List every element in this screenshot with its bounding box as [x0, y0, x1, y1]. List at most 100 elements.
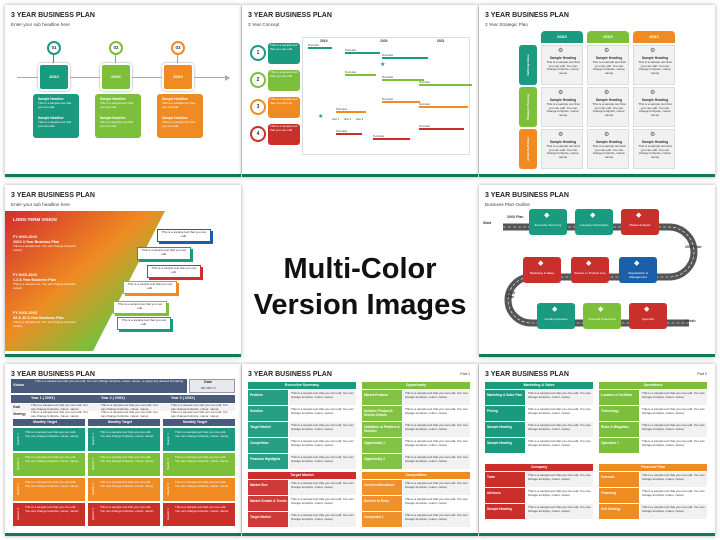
section-header: Operations	[599, 382, 707, 389]
box-icon: ◆	[644, 306, 650, 313]
goal-text: This is a sample text that you can edit.…	[31, 403, 88, 411]
row-text-cell	[526, 472, 593, 487]
year-label: 2019	[320, 39, 328, 43]
slide-8-thumbnail[interactable]: 3 YEAR BUSINESS PLAN Part 2 Marketing & …	[479, 364, 715, 536]
row-text-box	[268, 124, 300, 145]
row-label-cell	[599, 422, 639, 437]
cell-icon: ⚙	[604, 90, 610, 96]
slide-1-thumbnail[interactable]: 3 YEAR BUSINESS PLAN Enter your sub head…	[5, 5, 241, 177]
row-label: Barriers to Entry	[364, 499, 390, 503]
row-text: This is a sample text that you can edit.	[270, 70, 298, 78]
row-text-cell	[640, 406, 707, 421]
row-text: This is a sample text that you can edit.…	[291, 407, 354, 415]
quarter-text: This is a sample text that you can edit.…	[175, 480, 229, 488]
row-text: This is a sample text that you can edit.…	[405, 423, 468, 431]
quarter-label: Quarter 4	[91, 508, 95, 520]
vision-header	[11, 379, 187, 393]
box-label: Service or Product Line	[574, 271, 606, 275]
plan-label: 20XX Plan	[507, 291, 516, 299]
row-text-cell	[403, 480, 470, 495]
row-label: Validation of Problem & Solution	[364, 425, 400, 433]
row-label: Pricing	[487, 409, 498, 413]
year-header: 20XX	[541, 31, 583, 43]
row-label-cell	[362, 406, 402, 421]
gantt-chart	[302, 37, 470, 155]
task-label: Text Here	[419, 81, 431, 84]
quarter-label: Quarter 3	[16, 483, 20, 495]
row-text-cell	[289, 454, 356, 469]
step-number-circle: 03	[171, 41, 185, 55]
year-header: 20XX	[587, 31, 629, 43]
quarter-cell	[13, 503, 85, 526]
callout-box	[157, 229, 211, 242]
gantt-bar	[308, 47, 332, 49]
card-text: This is a sample text that you can edit.	[100, 120, 134, 128]
year-box: 20XX	[38, 63, 70, 91]
row-label-cell	[362, 512, 402, 527]
slide-3-thumbnail[interactable]: 3 YEAR BUSINESS PLAN 3 Year Strategic Pl…	[479, 5, 715, 177]
quarter-text: This is a sample text that you can edit.…	[25, 505, 79, 513]
item-label: Item 1	[332, 118, 340, 121]
slide-4-thumbnail[interactable]: 3 YEAR BUSINESS PLAN Enter your sub head…	[5, 185, 241, 357]
slide-2-thumbnail[interactable]: 3 YEAR BUSINESS PLAN 3 Year Concept 2019…	[242, 5, 478, 177]
row-text-cell	[289, 512, 356, 527]
cell-text: This is a sample text that you can edit.…	[546, 144, 580, 159]
task-label: Text Here	[419, 103, 431, 106]
outline-box	[619, 257, 657, 283]
cell-heading: Sample Heading	[549, 140, 577, 144]
footer-bar	[5, 174, 241, 177]
box-label: Financial Projections	[588, 317, 616, 321]
box-label: Appendix	[641, 317, 655, 321]
block-head: FY 20XX-20XX	[13, 311, 38, 315]
row-text: This is a sample text that you can edit.…	[642, 439, 705, 447]
milestone-star-icon: ★	[380, 62, 386, 68]
quarter-cell	[163, 478, 235, 501]
card-heading: Sample Headline	[100, 97, 126, 101]
row-label: Target Market	[250, 515, 271, 519]
block-text: This is a sample text. You can change fo…	[13, 244, 77, 252]
cell-heading: Sample Heading	[595, 56, 623, 60]
cell-text: This is a sample text that you can edit.…	[546, 102, 580, 117]
monthly-header	[163, 419, 235, 426]
row-text: This is a sample text that you can edit.…	[405, 407, 468, 415]
grid-cell	[587, 129, 629, 169]
years-header	[11, 395, 235, 403]
quarter-text: This is a sample text that you can edit.…	[175, 455, 229, 463]
block-line: 20XX 3-Year Business Plan	[13, 240, 60, 244]
vision-label: LONG-TERM VISION	[13, 217, 57, 222]
box-label: Executive Summary	[534, 223, 562, 227]
gantt-bar	[373, 138, 410, 140]
callout-text: This is a sample text that you can edit.	[117, 302, 163, 310]
block-head: FY 20XX-20XX	[13, 273, 38, 277]
part-label: Part 2	[697, 372, 707, 376]
gantt-bar	[419, 128, 464, 130]
slide-7-thumbnail[interactable]: 3 YEAR BUSINESS PLAN Part 1 Executive Su…	[242, 364, 478, 536]
row-label-cell	[248, 454, 288, 469]
card-text: This is a sample text that you can edit.	[100, 101, 134, 109]
quarter-cell	[163, 453, 235, 476]
row-label: Opportunity 1	[364, 441, 385, 445]
row-text: This is a sample text that you can edit.…	[642, 473, 705, 481]
slide-title: 3 YEAR BUSINESS PLAN	[11, 192, 95, 199]
row-label-tab	[519, 45, 537, 85]
box-icon: ◆	[636, 212, 642, 219]
row-text-cell	[289, 406, 356, 421]
section-header: Opportunity	[362, 382, 470, 389]
row-label: Solution	[250, 409, 263, 413]
grid-cell	[633, 87, 675, 127]
row-text-box	[268, 70, 300, 91]
gantt-bar	[336, 111, 366, 113]
gantt-bar	[336, 133, 362, 135]
row-label-cell	[362, 390, 402, 405]
slide-5-thumbnail[interactable]: 3 YEAR BUSINESS PLAN Business Plan Outli…	[479, 185, 715, 357]
connector-line	[115, 55, 116, 65]
cell-text: This is a sample text that you can edit.…	[546, 60, 580, 75]
strategy-text: This is a sample text that you can edit.…	[171, 410, 228, 418]
quarter-cell	[88, 428, 160, 451]
grid-cell	[633, 45, 675, 85]
slide-6-thumbnail[interactable]: 3 YEAR BUSINESS PLAN Vision This is a sa…	[5, 364, 241, 536]
row-text: This is a sample text that you can edit.	[270, 43, 298, 51]
row-number-circle: 2	[250, 72, 266, 88]
quarter-label: Quarter 4	[16, 508, 20, 520]
row-text-box	[268, 97, 300, 118]
